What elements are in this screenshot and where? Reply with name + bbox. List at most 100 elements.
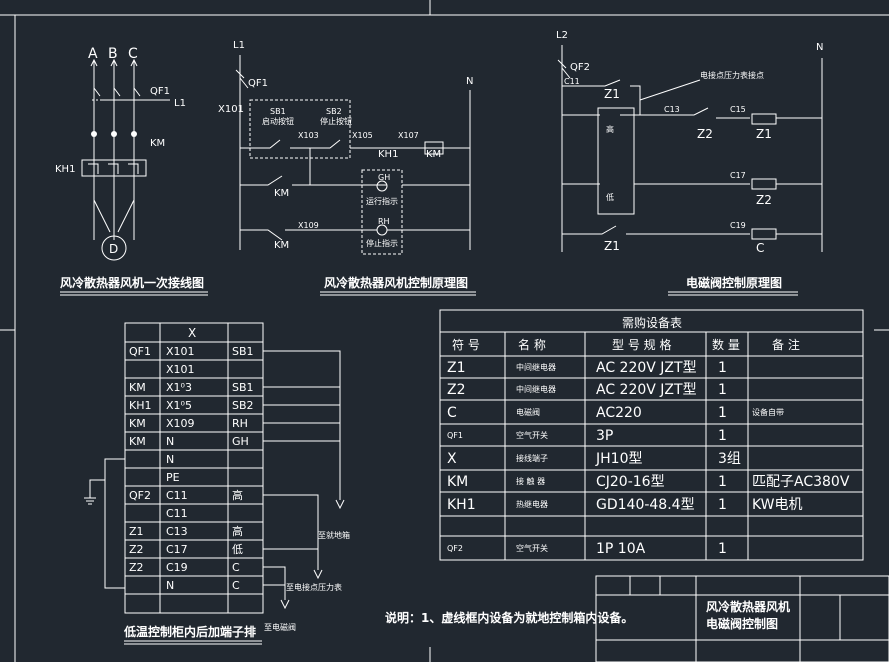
equipment-header-cell: 数 量: [712, 337, 740, 352]
z1-contact-label: Z1: [604, 239, 620, 253]
equipment-cell: GD140-48.4型: [596, 497, 695, 513]
equipment-cell: 接线端子: [516, 453, 548, 463]
to-gauge-label: 至电接点压力表: [286, 582, 342, 592]
x101-label: X101: [218, 104, 244, 115]
terminal-cell: PE: [166, 471, 180, 484]
equipment-cell: QF2: [447, 544, 463, 553]
equipment-cell: 接 触 器: [516, 476, 545, 486]
terminal-cell: 高: [232, 488, 243, 502]
kh1-label: KH1: [378, 149, 398, 160]
terminal-header: X: [188, 326, 196, 340]
valve-control-title: 电磁阀控制原理图: [686, 275, 782, 290]
equipment-cell: 1: [718, 541, 727, 557]
primary-wiring-title: 风冷散热器风机一次接线图: [60, 275, 204, 290]
equipment-cell: 设备自带: [752, 407, 784, 417]
x103-label: X103: [298, 131, 319, 140]
title-block-line2: 电磁阀控制图: [706, 616, 778, 631]
terminal-cell: C11: [166, 489, 188, 502]
equipment-cell: 电磁阀: [516, 407, 540, 417]
fan-control-title: 风冷散热器风机控制原理图: [324, 275, 468, 290]
sb1-sub-label: 启动按钮: [262, 116, 294, 126]
equipment-cell: 中间继电器: [516, 362, 556, 372]
equipment-cell: 1: [718, 428, 727, 444]
sb2-sub-label: 停止按钮: [320, 116, 352, 126]
c17-label: C17: [730, 171, 746, 180]
sb1-label: SB1: [270, 107, 286, 116]
equipment-header-cell: 符 号: [452, 337, 480, 352]
terminal-cell: KM: [129, 435, 146, 448]
x107-label: X107: [398, 131, 419, 140]
terminal-cell: RH: [232, 417, 248, 430]
to-site-box-label: 至就地箱: [318, 530, 350, 540]
terminal-cell: QF2: [129, 489, 151, 502]
equipment-cell: 1: [718, 360, 727, 376]
gauge-note: 电接点压力表接点: [700, 70, 764, 80]
qf2-label: QF2: [570, 62, 590, 73]
equipment-cell: CJ20-16型: [596, 474, 665, 490]
rh-label: RH: [378, 217, 390, 226]
equipment-cell: 热继电器: [516, 499, 548, 509]
low-label: 低: [606, 192, 614, 202]
equipment-cell: KM: [447, 474, 468, 490]
c13-label: C13: [664, 105, 680, 114]
terminal-cell: GH: [232, 435, 249, 448]
equipment-cell: 1: [718, 405, 727, 421]
equipment-cell: QF1: [447, 431, 463, 440]
equipment-cell: 匹配子AC380V: [752, 474, 850, 490]
z2-coil-label: Z2: [756, 193, 772, 207]
terminal-cell: 低: [232, 543, 243, 556]
c19-label: C19: [730, 221, 746, 230]
l1-label: L1: [174, 98, 186, 109]
terminal-cell: N: [166, 453, 174, 466]
l2-label: L2: [556, 30, 568, 41]
drawing-note: 说明：1、虚线框内设备为就地控制箱内设备。: [385, 610, 633, 625]
terminal-cell: X1⁰5: [166, 399, 192, 412]
kh1-label: KH1: [55, 164, 75, 175]
terminal-cell: Z1: [129, 525, 144, 538]
equipment-cell: 中间继电器: [516, 384, 556, 394]
l1-label: L1: [233, 40, 245, 51]
terminal-cell: N: [166, 579, 174, 592]
gh-sub-label: 运行指示: [366, 196, 398, 206]
equipment-cell: 1: [718, 497, 727, 513]
equipment-cell: KH1: [447, 497, 476, 513]
equipment-cell: JH10型: [595, 451, 642, 467]
phase-label-a: A: [88, 46, 98, 62]
qf1-label: QF1: [248, 78, 268, 89]
terminal-cell: QF1: [129, 345, 151, 358]
terminal-cell: SB1: [232, 381, 254, 394]
equipment-header-cell: 型 号 规 格: [612, 337, 671, 352]
terminal-cell: Z2: [129, 561, 144, 574]
c11-label: C11: [564, 77, 580, 86]
equipment-cell: 3组: [718, 451, 741, 467]
high-label: 高: [606, 124, 614, 134]
terminal-cell: Z2: [129, 543, 144, 556]
n-label: N: [816, 42, 823, 53]
km-hold-label: KM: [274, 188, 289, 199]
equipment-cell: X: [447, 451, 457, 467]
terminal-cell: 高: [232, 524, 243, 538]
terminal-cell: C: [232, 561, 240, 574]
z1-hold-label: Z1: [604, 87, 620, 101]
equipment-header-cell: 名 称: [518, 337, 546, 352]
equipment-cell: Z2: [447, 382, 466, 398]
terminal-cell: X109: [166, 417, 195, 430]
c-coil-label: C: [756, 241, 764, 255]
equipment-cell: KW电机: [752, 497, 803, 513]
equipment-header-cell: 备 注: [772, 337, 800, 352]
equipment-cell: AC 220V JZT型: [596, 382, 697, 398]
km-nc-label: KM: [274, 240, 289, 251]
km-label: KM: [150, 138, 165, 149]
gh-label: GH: [378, 173, 390, 182]
z2-contact-label: Z2: [697, 127, 713, 141]
terminal-cell: X101: [166, 345, 195, 358]
equipment-cell: 3P: [596, 428, 613, 444]
phase-label-b: B: [108, 46, 118, 62]
terminal-cell: KH1: [129, 399, 151, 412]
title-block-line1: 风冷散热器风机: [706, 599, 790, 614]
equipment-table-title: 需购设备表: [622, 315, 682, 330]
terminal-cell: C11: [166, 507, 188, 520]
